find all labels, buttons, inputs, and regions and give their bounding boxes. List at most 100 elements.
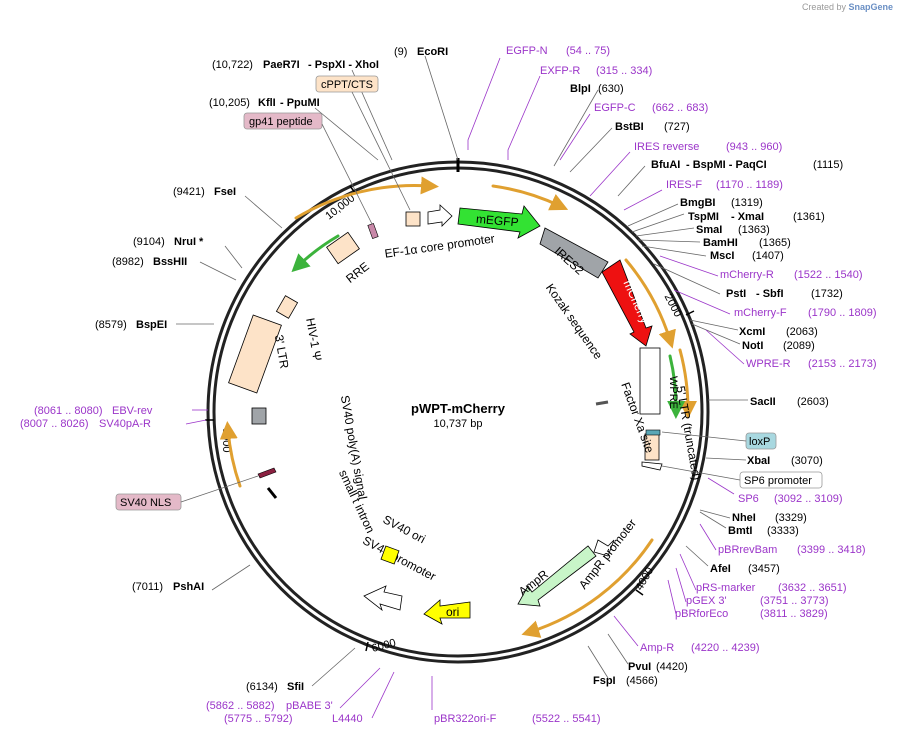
enzyme-pos: (1361) xyxy=(793,211,825,223)
enzyme-name: BstBI xyxy=(615,121,644,133)
enzyme-name: - PpuMI xyxy=(280,97,320,109)
primer-name: pRS-marker xyxy=(696,582,756,594)
enzyme-pos: (1407) xyxy=(752,250,784,262)
primer-name: mCherry-R xyxy=(720,269,774,281)
cPPT-label: cPPT/CTS xyxy=(321,79,373,91)
tick-4000: 4000 xyxy=(634,565,657,592)
primer-name: EBV-rev xyxy=(112,405,153,417)
enzyme-name: PshAI xyxy=(173,581,204,593)
enzyme-name: SacII xyxy=(750,396,776,408)
enzyme-labels-right: BlpI (630) BstBI (727) BfuAI - BspMI - P… xyxy=(570,83,843,687)
SV40-polyA-block xyxy=(251,407,267,425)
primer-name: IRES reverse xyxy=(634,141,699,153)
WPRE-block xyxy=(639,347,661,415)
enzyme-name: TspMI xyxy=(688,211,719,223)
snapgene-logo: SnapGene xyxy=(848,2,893,12)
enzyme-name: BssHII xyxy=(153,256,187,268)
primer-range: (943 .. 960) xyxy=(726,141,782,153)
snapgene-credit: Created by SnapGene xyxy=(802,2,893,12)
enzyme-pos: (727) xyxy=(664,121,690,133)
enzyme-name: FseI xyxy=(214,186,236,198)
enzyme-pos: (1365) xyxy=(759,237,791,249)
IRES2-block xyxy=(539,227,609,279)
primer-name: EXFP-R xyxy=(540,65,580,77)
enzyme-name: NheI xyxy=(732,512,756,524)
SV40-promoter-label: SV40 promoter xyxy=(360,533,438,583)
primer-range: (54 .. 75) xyxy=(566,45,610,57)
enzyme-pos: (4566) xyxy=(626,675,658,687)
orf-arcs xyxy=(219,176,697,638)
enzyme-pos: (4420) xyxy=(656,661,688,673)
enzyme-name: AfeI xyxy=(710,563,731,575)
primer-range: (3399 .. 3418) xyxy=(797,544,866,556)
SV40-promoter-arrow xyxy=(363,585,403,612)
primer-range: (3811 .. 3829) xyxy=(760,608,828,620)
primer-name: EGFP-C xyxy=(594,102,636,114)
primer-leaders xyxy=(185,57,745,719)
loxP-block xyxy=(645,429,661,436)
AmpR-promoter-arrow xyxy=(593,539,615,557)
primer-name: pBR322ori-F xyxy=(434,713,497,725)
primer-name: L4440 xyxy=(332,713,363,725)
enzyme-pos: (630) xyxy=(598,83,624,95)
kozak-label: Kozak sequence xyxy=(543,281,606,362)
enzyme-name: - PspXI - XhoI xyxy=(308,59,379,71)
primer-name: pGEX 3' xyxy=(686,595,727,607)
primer-range: (662 .. 683) xyxy=(652,102,708,114)
primer-range: (2153 .. 2173) xyxy=(808,358,877,370)
primer-name: pBRrevBam xyxy=(718,544,777,556)
gp41-label: gp41 peptide xyxy=(249,116,313,128)
factor-xa-mark xyxy=(595,400,609,406)
enzyme-name: - XmaI xyxy=(731,211,764,223)
primer-range: (3092 .. 3109) xyxy=(774,493,843,505)
primer-range: (8007 .. 8026) xyxy=(20,418,89,430)
enzyme-name: BfuAI xyxy=(651,159,680,171)
enzyme-pos: (7011) xyxy=(132,581,163,593)
boxed-features: cPPT/CTS gp41 peptide loxP SP6 promoter … xyxy=(115,75,823,511)
HIV-psi-label: HIV-1 Ψ xyxy=(303,317,324,362)
enzyme-name: SmaI xyxy=(696,224,722,236)
SP6-promoter-label: SP6 promoter xyxy=(744,475,812,487)
primer-name: pBABE 3' xyxy=(286,700,333,712)
enzyme-pos: (6134) xyxy=(246,681,278,693)
primer-name: WPRE-R xyxy=(746,358,791,370)
enzyme-name: PvuI xyxy=(628,661,651,673)
credit-prefix: Created by xyxy=(801,2,846,12)
gp41-mark xyxy=(367,223,379,239)
enzyme-pos: (1732) xyxy=(811,288,843,300)
enzyme-pos: (3070) xyxy=(791,455,823,467)
primer-range: (5862 .. 5882) xyxy=(206,700,275,712)
enzyme-name: SfiI xyxy=(287,681,304,693)
enzyme-name: FspI xyxy=(593,675,616,687)
enzyme-name: MscI xyxy=(710,250,734,262)
enzyme-name: NruI * xyxy=(174,236,204,248)
enzyme-pos: (8982) xyxy=(112,256,144,268)
enzyme-leaders xyxy=(176,55,748,687)
primer-range: (1170 .. 1189) xyxy=(716,179,783,191)
enzyme-pos: (2603) xyxy=(797,396,829,408)
enzyme-pos: (10,722) xyxy=(212,59,253,71)
enzyme-name: - BspMI - PaqCI xyxy=(686,159,767,171)
small-t-intron-mark xyxy=(266,487,278,499)
enzyme-name: XcmI xyxy=(739,326,765,338)
primer-range: (3751 .. 3773) xyxy=(760,595,829,607)
enzyme-name: - SbfI xyxy=(756,288,784,300)
enzyme-pos: (3457) xyxy=(748,563,780,575)
primer-name: mCherry-F xyxy=(734,307,787,319)
enzyme-pos: (3333) xyxy=(767,525,799,537)
enzyme-pos: (1363) xyxy=(738,224,770,236)
enzyme-name: BlpI xyxy=(570,83,591,95)
LTR5-label: 5' LTR (truncated) xyxy=(673,385,703,481)
SV40-ori-label: SV40 ori xyxy=(381,512,428,546)
WPRE-label: WPRE xyxy=(667,376,679,409)
enzyme-pos: (2063) xyxy=(786,326,818,338)
SV40-NLS-label: SV40 NLS xyxy=(120,497,171,509)
enzyme-name: XbaI xyxy=(747,455,770,467)
RRE-block xyxy=(326,231,360,265)
enzyme-pos: (9) xyxy=(394,46,407,58)
primer-name: EGFP-N xyxy=(506,45,548,57)
enzyme-pos: (9104) xyxy=(133,236,165,248)
enzyme-name: PstI xyxy=(726,288,746,300)
LTR3-label: 3' LTR xyxy=(272,334,292,370)
plasmid-size: 10,737 bp xyxy=(434,418,483,430)
